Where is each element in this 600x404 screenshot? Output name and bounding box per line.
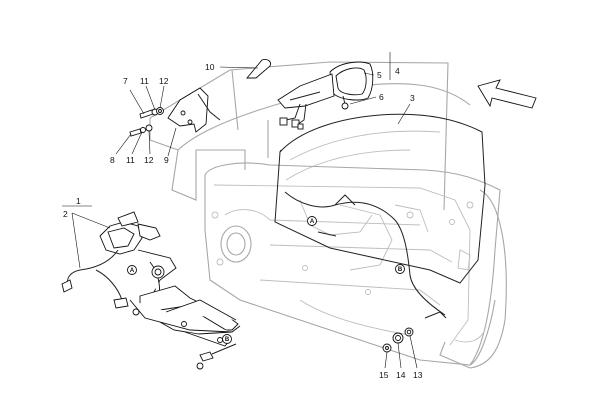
arrow-icon [477, 79, 537, 109]
door-outer-skin [439, 189, 507, 369]
callout-3: 3 [410, 93, 415, 103]
callout-labels: 1 2 3 4 5 6 7 8 9 10 11 11 12 12 13 14 1… [63, 62, 423, 380]
callout-10: 10 [205, 62, 215, 72]
window-regulator [99, 211, 241, 370]
leader-lines [62, 52, 418, 369]
svg-text:A: A [130, 268, 135, 274]
door-harness [284, 191, 447, 319]
part-2-cable [61, 249, 129, 309]
callout-6: 6 [379, 92, 384, 102]
callout-7: 7 [123, 76, 128, 86]
door-inner-panel [204, 162, 501, 366]
callout-15: 15 [379, 370, 389, 380]
callout-12-lower: 12 [144, 155, 154, 165]
callout-12-upper: 12 [159, 76, 169, 86]
door-glass [274, 113, 486, 284]
svg-text:B: B [225, 337, 230, 343]
svg-text:A: A [310, 219, 315, 225]
ref-markers: A A B B [127, 216, 405, 344]
callout-4: 4 [395, 66, 400, 76]
marker-a-regulator: A [127, 265, 137, 275]
callout-5: 5 [377, 70, 382, 80]
callout-8: 8 [110, 155, 115, 165]
parts-13-14-15 [382, 327, 414, 353]
marker-a-door: A [307, 216, 317, 226]
callout-11-lower: 11 [126, 155, 135, 165]
callout-11-upper: 11 [140, 76, 149, 86]
callout-13: 13 [413, 370, 423, 380]
part-5-mirror [277, 61, 374, 130]
marker-b-regulator: B [222, 334, 232, 344]
callout-2: 2 [63, 209, 68, 219]
marker-b-door: B [395, 264, 405, 274]
part-10-trim [246, 59, 271, 79]
svg-text:B: B [398, 267, 403, 273]
callout-1: 1 [76, 196, 81, 206]
callout-14: 14 [396, 370, 406, 380]
fasteners-upper [129, 107, 164, 137]
callout-9: 9 [164, 155, 169, 165]
part-9-bracket [167, 87, 221, 133]
